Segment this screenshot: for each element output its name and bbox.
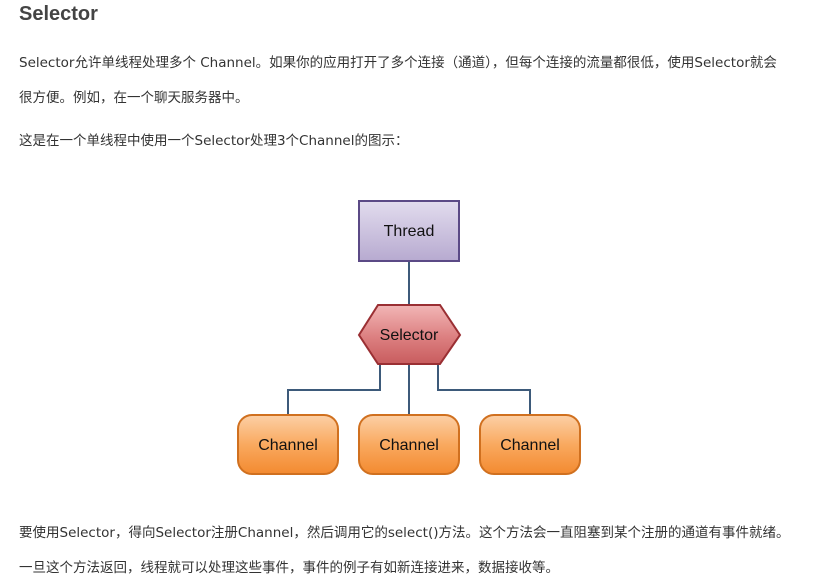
page-title: Selector — [19, 3, 98, 25]
thread-node: Thread — [358, 200, 460, 262]
channel-label: Channel — [500, 437, 560, 454]
usage-line-2: 一旦这个方法返回，线程就可以处理这些事件，事件的例子有如新连接进来，数据接收等。 — [19, 560, 559, 576]
connectors — [287, 261, 531, 415]
channel-label: Channel — [379, 437, 439, 454]
figure-caption: 这是在一个单线程中使用一个Selector处理3个Channel的图示： — [19, 133, 409, 149]
channel-label: Channel — [258, 437, 318, 454]
channel-node-3: Channel — [479, 414, 581, 475]
channel-node-2: Channel — [358, 414, 460, 475]
selector-label: Selector — [380, 327, 439, 344]
channel-node-1: Channel — [237, 414, 339, 475]
intro-paragraph: Selector允许单线程处理多个 Channel。如果你的应用打开了多个连接（… — [19, 46, 777, 116]
intro-line-2: 很方便。例如，在一个聊天服务器中。 — [19, 90, 249, 106]
intro-line-1: Selector允许单线程处理多个 Channel。如果你的应用打开了多个连接（… — [19, 55, 777, 71]
selector-channel-connector-left — [287, 364, 381, 415]
usage-line-1: 要使用Selector，得向Selector注册Channel，然后调用它的se… — [19, 525, 790, 541]
selector-channel-connector-right — [437, 364, 531, 415]
selector-node: Selector — [357, 304, 462, 365]
thread-label: Thread — [384, 223, 435, 240]
usage-paragraph: 要使用Selector，得向Selector注册Channel，然后调用它的se… — [19, 516, 789, 586]
